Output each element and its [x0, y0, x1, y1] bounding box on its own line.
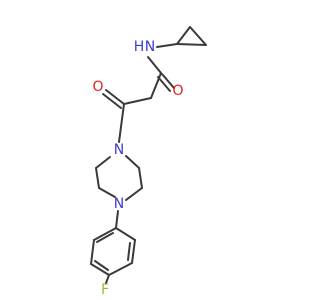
bond-ph-1	[93, 227, 117, 241]
bond-chain-1	[150, 72, 162, 99]
bond-cp-1	[176, 26, 191, 45]
bond-pip-4	[125, 187, 143, 201]
atom-piperazine-n4: N	[114, 196, 124, 212]
bonds	[90, 26, 207, 284]
bond-ph-5-inner	[127, 242, 131, 261]
bond-ph-3	[90, 263, 110, 276]
bond-ph-6	[115, 227, 136, 241]
bond-cp-nh	[156, 43, 178, 48]
atom-amide-n: N	[145, 39, 155, 55]
bond-ph-5	[131, 239, 136, 264]
bond-ph-4	[108, 262, 133, 276]
bond-ketone-co-a	[105, 89, 125, 105]
bond-pip-2	[95, 167, 100, 189]
bond-amide-co-a	[161, 73, 175, 89]
bond-cp-2	[189, 26, 207, 46]
atom-ketone-o: O	[92, 79, 103, 95]
bond-ketone-co-b	[102, 93, 122, 109]
atom-amide-o: O	[172, 83, 183, 99]
bond-ph-f	[105, 274, 110, 284]
bond-c-n1	[118, 103, 125, 143]
bond-pip-6	[125, 155, 140, 169]
bond-ph-3-inner	[94, 260, 109, 271]
bond-nh-c	[147, 56, 162, 74]
atom-labels: N H O O N N F	[92, 39, 183, 298]
atom-amide-h: H	[134, 39, 145, 55]
atom-fluorine: F	[101, 282, 109, 298]
atom-piperazine-n1: N	[114, 142, 124, 158]
bond-ph-2	[90, 239, 95, 265]
bond-ph-1-inner	[96, 232, 114, 243]
bond-chain-2	[123, 97, 152, 105]
bond-n4-ph	[115, 210, 119, 229]
bond-cp-3	[176, 43, 207, 46]
bond-pip-1	[95, 156, 111, 169]
bond-amide-co-b	[157, 76, 171, 92]
bond-pip-5	[138, 167, 143, 189]
molecule-structure: N H O O N N F	[0, 0, 300, 300]
bond-pip-3	[98, 187, 116, 198]
canvas-background	[0, 0, 300, 300]
